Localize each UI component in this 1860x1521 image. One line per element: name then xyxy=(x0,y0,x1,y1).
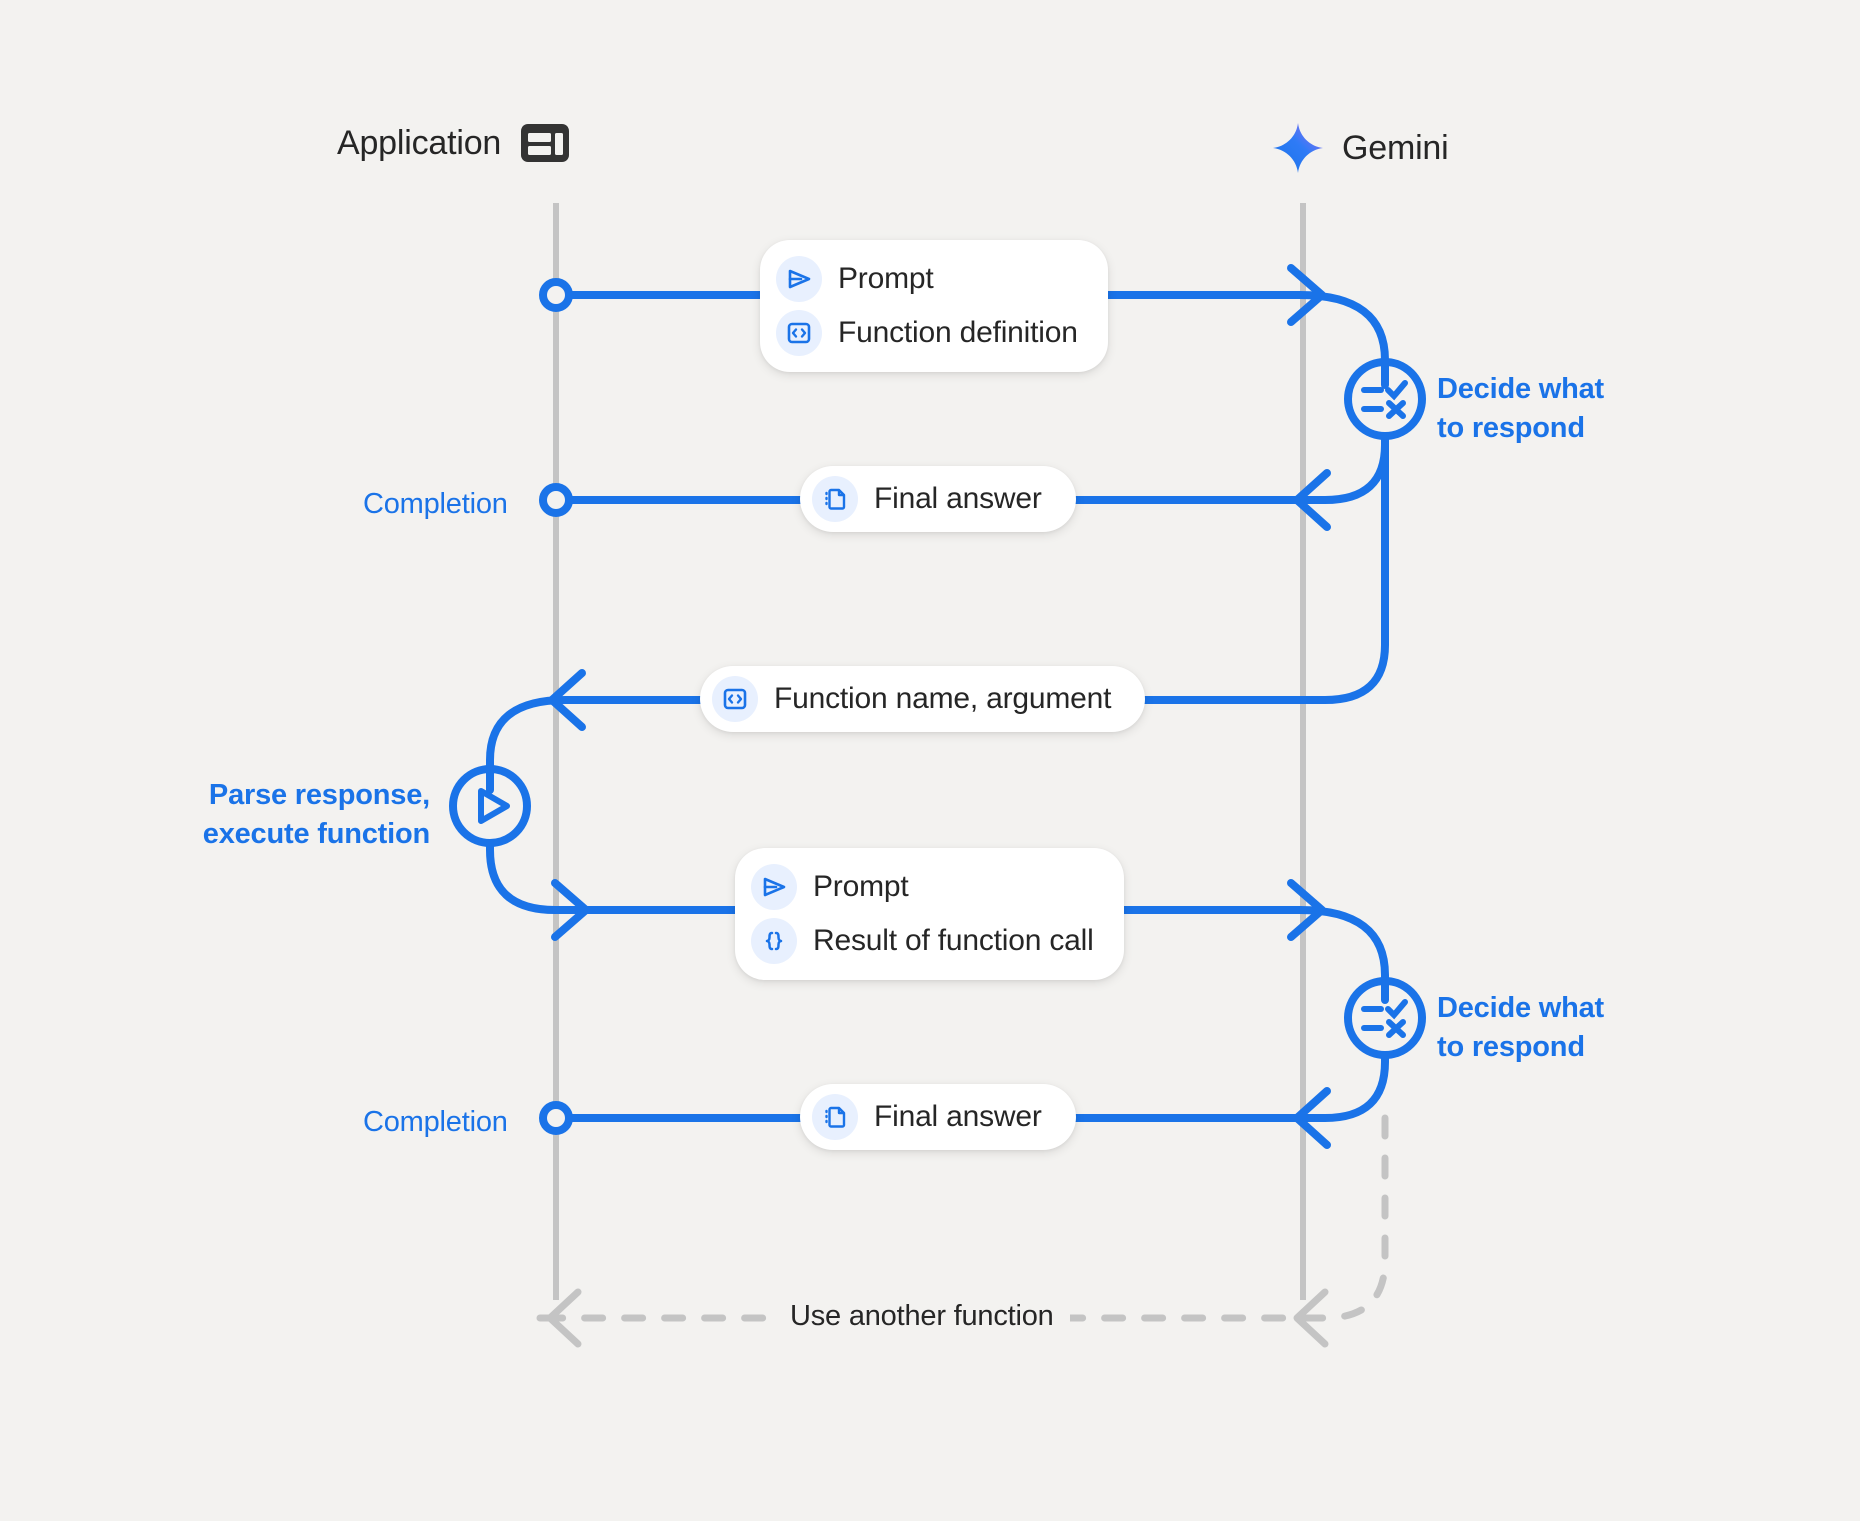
arrowhead-request-2 xyxy=(1287,879,1326,941)
lane-title-gemini: Gemini xyxy=(1342,128,1449,167)
message-bubble-final-answer-1[interactable]: Final answer xyxy=(800,466,1076,532)
bubble-row-label: Prompt xyxy=(813,870,909,903)
bubble-row: Prompt xyxy=(751,864,1094,910)
checklist-decision-icon-1 xyxy=(1361,380,1408,419)
bubble-row-label: Final answer xyxy=(874,482,1042,515)
application-window-icon xyxy=(519,122,571,164)
loop-label-use-another-function: Use another function xyxy=(774,1300,1070,1333)
code-brackets-icon xyxy=(776,310,822,356)
arrowhead-request-1 xyxy=(1287,264,1326,326)
flow-final-answer-2-elbow xyxy=(1307,1051,1389,1122)
lane-header-gemini: Gemini xyxy=(1272,122,1449,174)
arrowhead-function-call xyxy=(548,669,586,731)
bubble-row: Final answer xyxy=(812,476,1042,522)
send-prompt-icon xyxy=(751,864,797,910)
code-brackets-icon xyxy=(712,676,758,722)
loop-arrowhead-application xyxy=(546,1288,582,1348)
bubble-row-label: Final answer xyxy=(874,1100,1042,1133)
message-bubble-final-answer-2[interactable]: Final answer xyxy=(800,1084,1076,1150)
message-bubble-request-1[interactable]: Prompt Function definition xyxy=(760,240,1108,372)
bubble-row-label: Prompt xyxy=(838,262,934,295)
bubble-row: Final answer xyxy=(812,1094,1042,1140)
start-node[interactable] xyxy=(539,278,573,312)
lane-title-application: Application xyxy=(337,123,502,162)
bubble-row: Result of function call xyxy=(751,918,1094,964)
send-prompt-icon xyxy=(776,256,822,302)
annotation-decide-2: Decide what to respond xyxy=(1437,992,1605,1063)
message-bubble-request-2[interactable]: Prompt Result of function call xyxy=(735,848,1124,980)
decide-1-trunk xyxy=(1307,432,1389,704)
bubble-row-label: Function definition xyxy=(838,316,1078,349)
arrowhead-request-2-mid xyxy=(551,879,590,941)
curly-braces-icon xyxy=(751,918,797,964)
flow-request-1 xyxy=(552,291,1389,389)
document-icon xyxy=(812,476,858,522)
annotation-completion-2: Completion xyxy=(363,1106,508,1138)
bubble-row: Function name, argument xyxy=(712,676,1111,722)
decide-node-1-circle xyxy=(1344,358,1426,440)
arrowhead-final-answer-1 xyxy=(1293,469,1331,531)
completion-node-1[interactable] xyxy=(539,483,573,517)
arrowhead-final-answer-2 xyxy=(1293,1087,1331,1149)
execute-node-continuation xyxy=(486,839,1304,914)
gemini-sparkle-icon xyxy=(1272,122,1324,174)
annotation-decide-1: Decide what to respond xyxy=(1437,373,1605,444)
bubble-row-label: Result of function call xyxy=(813,924,1094,957)
lane-header-application: Application xyxy=(337,122,571,164)
completion-node-2[interactable] xyxy=(539,1101,573,1135)
bubble-row: Prompt xyxy=(776,256,1078,302)
bubble-row-label: Function name, argument xyxy=(774,682,1112,715)
checklist-decision-icon-2 xyxy=(1361,999,1408,1038)
flow-final-answer-1 xyxy=(1307,441,1389,504)
loop-arrowhead-gemini xyxy=(1293,1288,1329,1348)
annotation-parse-execute: Parse response, execute function xyxy=(202,779,430,850)
bubble-row: Function definition xyxy=(776,310,1078,356)
message-bubble-function-call[interactable]: Function name, argument xyxy=(700,666,1146,732)
play-triangle-icon xyxy=(478,788,510,824)
document-icon xyxy=(812,1094,858,1140)
annotation-completion-1: Completion xyxy=(363,488,508,520)
